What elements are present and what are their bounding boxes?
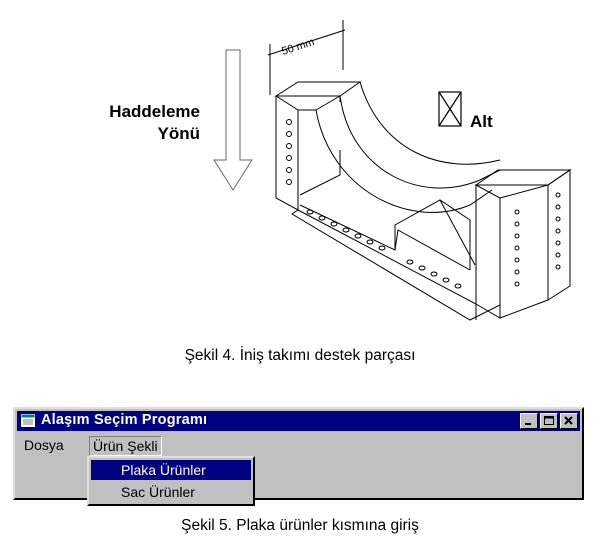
rolling-direction-label-line2: Yönü	[157, 124, 201, 143]
app-window-icon	[21, 414, 35, 427]
figure4-caption: Şekil 4. İniş takımı destek parçası	[184, 347, 416, 364]
rolling-direction-label-line1: Haddeleme	[109, 102, 200, 121]
maximize-button[interactable]	[540, 413, 558, 429]
figure4-drawing: 50 mm	[213, 20, 572, 321]
dimension-label: 50 mm	[280, 36, 316, 58]
menu-bar: Dosya Ürün Şekli	[17, 433, 580, 456]
bottom-marker-label: Alt	[470, 112, 493, 131]
rolling-direction-arrow	[213, 49, 253, 191]
urun-sekli-dropdown: Plaka Ürünler Sac Ürünler	[87, 456, 255, 506]
bottom-marker-icon	[438, 91, 462, 127]
close-icon	[564, 416, 573, 425]
menu-urun-sekli[interactable]: Ürün Şekli	[89, 436, 162, 456]
support-part-illustration: 50 mm	[213, 20, 572, 321]
minimize-button[interactable]	[520, 413, 538, 429]
figure5-caption: Şekil 5. Plaka ürünler kısmına giriş	[181, 517, 419, 534]
menu-item-sac-urunler[interactable]: Sac Ürünler	[121, 484, 195, 500]
program-window: Alaşım Seçim Programı Dosya Ürün Şekli P…	[13, 407, 584, 506]
menu-item-plaka-urunler[interactable]: Plaka Ürünler	[91, 460, 251, 480]
title-bar[interactable]: Alaşım Seçim Programı	[17, 411, 580, 431]
minimize-icon	[525, 423, 531, 425]
close-button[interactable]	[560, 413, 578, 429]
window-title: Alaşım Seçim Programı	[41, 412, 208, 428]
maximize-icon	[544, 416, 554, 425]
menu-dosya[interactable]: Dosya	[24, 437, 64, 453]
